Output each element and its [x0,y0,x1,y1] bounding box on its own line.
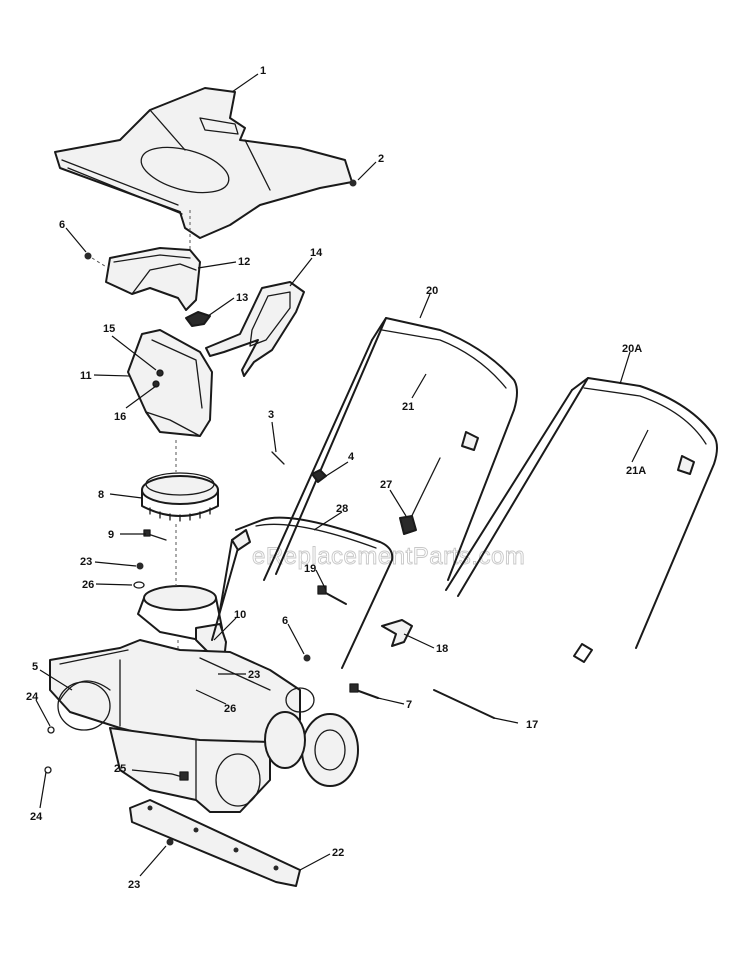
callout-17: 17 [526,719,538,731]
part-17-rod [433,689,495,719]
part-9-bolt [143,529,167,541]
callout-24-lower: 24 [30,811,43,823]
part-20a-upper-handle-alt [445,377,718,663]
callout-23-top: 23 [80,556,92,568]
callout-28: 28 [336,503,348,515]
callout-25: 25 [114,763,126,775]
part-13-knob [185,311,211,327]
part-12-deflector [105,247,201,311]
part-20-upper-handle [263,317,518,581]
callout-26-top: 26 [82,579,94,591]
callout-19: 19 [304,563,316,575]
callout-12: 12 [238,256,250,268]
part-10-lower-chute [137,585,227,661]
callout-20a: 20A [622,343,642,355]
part-3-pin [271,451,285,465]
callout-23-mid: 23 [248,669,260,681]
callout-20: 20 [426,285,438,297]
callout-15: 15 [103,323,115,335]
part-8-chute-ring [141,472,219,522]
callout-21a: 21A [626,465,646,477]
callout-labels: 1 2 6 12 13 14 15 11 16 20 20A 21 21A 3 … [26,65,646,891]
part-22-scraper-bar [129,799,301,887]
callout-3: 3 [268,409,274,421]
callout-13: 13 [236,292,248,304]
callout-9: 9 [108,529,114,541]
part-1-shroud [54,87,353,239]
callout-4: 4 [348,451,355,463]
part-25-bolt [171,771,189,781]
callout-10: 10 [234,609,246,621]
part-4-nut [311,469,327,483]
wheels [264,711,359,787]
part-27-cable-clip [399,457,441,535]
callout-21: 21 [402,401,414,413]
callout-14: 14 [310,247,323,259]
part-18-knob [381,619,413,647]
callout-8: 8 [98,489,104,501]
part-7-bolt [349,683,379,699]
callout-7: 7 [406,699,412,711]
part-28-lower-handle [211,516,394,669]
callout-6: 6 [59,219,65,231]
part-11-upper-chute [127,329,213,437]
callout-11: 11 [80,370,92,382]
leader-lines [35,73,649,877]
callout-24-upper: 24 [26,691,39,703]
part-14-chute-crank [205,281,305,377]
callout-6-lower: 6 [282,615,288,627]
part-19-bolt [317,585,347,605]
callout-5: 5 [32,661,38,673]
auger-housing [49,639,315,813]
callout-18: 18 [436,643,448,655]
callout-26-mid: 26 [224,703,236,715]
callout-1: 1 [260,65,266,77]
callout-22: 22 [332,847,344,859]
callout-16: 16 [114,411,126,423]
callout-23-bottom: 23 [128,879,140,891]
callout-27: 27 [380,479,392,491]
callout-2: 2 [378,153,384,165]
